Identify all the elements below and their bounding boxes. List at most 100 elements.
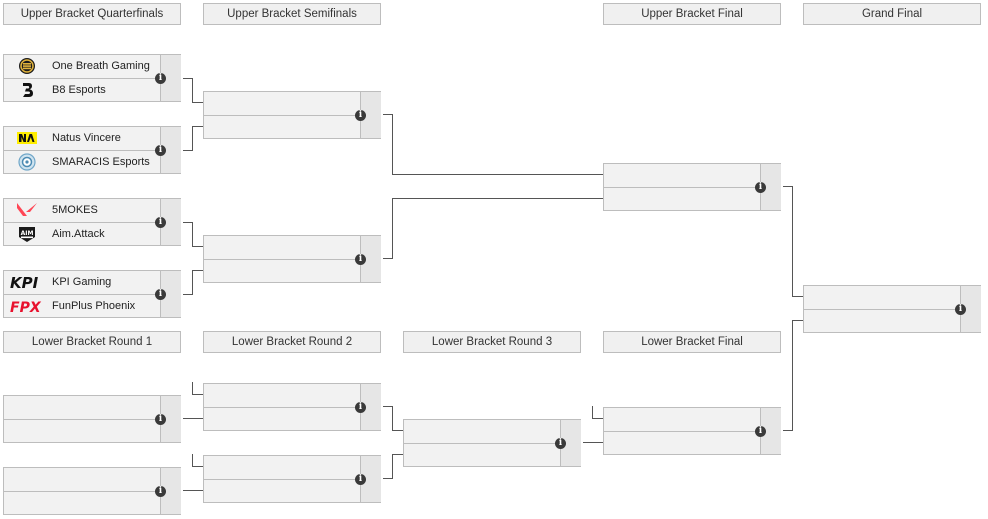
connector	[383, 478, 393, 479]
connector	[383, 258, 393, 259]
score-column	[161, 55, 181, 101]
info-icon[interactable]: i	[755, 426, 766, 437]
team-row[interactable]: AIM Aim.Attack	[4, 222, 160, 245]
header-lower-bracket-round-3: Lower Bracket Round 3	[403, 331, 581, 353]
connector	[192, 394, 203, 395]
connector	[192, 246, 203, 247]
connector	[183, 78, 193, 79]
connector	[183, 490, 203, 491]
svg-text:AIM: AIM	[21, 230, 34, 237]
team-row[interactable]	[4, 396, 160, 419]
team-row[interactable]	[604, 164, 760, 187]
team-row[interactable]	[204, 384, 360, 407]
connector	[192, 126, 193, 151]
team-row[interactable]	[604, 187, 760, 210]
team-row[interactable]	[204, 115, 360, 138]
team-row[interactable]: Natus Vincere	[4, 127, 160, 150]
info-icon[interactable]: i	[155, 73, 166, 84]
team-name: KPI Gaming	[52, 276, 112, 288]
team-row[interactable]	[604, 408, 760, 431]
team-row[interactable]	[204, 456, 360, 479]
score-column	[161, 127, 181, 173]
info-icon[interactable]: i	[755, 182, 766, 193]
svg-text:FPX: FPX	[10, 300, 42, 315]
connector	[192, 78, 193, 102]
header-upper-bracket-quarterfinals: Upper Bracket Quarterfinals	[3, 3, 181, 25]
match-lb-r1-1[interactable]: i	[3, 395, 181, 443]
match-lb-r2-1[interactable]: i	[203, 383, 381, 431]
connector	[192, 466, 203, 467]
info-icon[interactable]: i	[555, 438, 566, 449]
match-lb-r3[interactable]: i	[403, 419, 581, 467]
info-icon[interactable]: i	[155, 289, 166, 300]
header-lower-bracket-round-1: Lower Bracket Round 1	[3, 331, 181, 353]
match-lb-r1-2[interactable]: i	[3, 467, 181, 515]
info-icon[interactable]: i	[155, 414, 166, 425]
score-column	[361, 236, 381, 282]
connector	[392, 198, 393, 259]
team-row[interactable]: FPX FunPlus Phoenix	[4, 294, 160, 317]
info-icon[interactable]: i	[355, 110, 366, 121]
match-ub-final[interactable]: i	[603, 163, 781, 211]
team-row[interactable]: 5MOKES	[4, 199, 160, 222]
info-icon[interactable]: i	[355, 402, 366, 413]
team-row[interactable]: SMARACIS Esports	[4, 150, 160, 173]
connector	[183, 418, 203, 419]
connector	[392, 174, 603, 175]
5mokes-logo	[17, 203, 37, 216]
match-ub-sf-2[interactable]: i	[203, 235, 381, 283]
connector	[792, 186, 793, 296]
connector	[183, 150, 193, 151]
team-row[interactable]: B8 Esports	[4, 78, 160, 101]
match-ub-qf-1[interactable]: One Breath Gaming B8 Esports i	[3, 54, 181, 102]
match-lb-r2-2[interactable]: i	[203, 455, 381, 503]
match-lb-final[interactable]: i	[603, 407, 781, 455]
connector	[792, 296, 803, 297]
team-row[interactable]	[4, 419, 160, 442]
connector	[592, 418, 603, 419]
match-ub-qf-3[interactable]: 5MOKES AIM Aim.Attack i	[3, 198, 181, 246]
score-column	[161, 468, 181, 514]
team-row[interactable]: One Breath Gaming	[4, 55, 160, 78]
team-row[interactable]	[204, 407, 360, 430]
info-icon[interactable]: i	[155, 486, 166, 497]
score-column	[361, 456, 381, 502]
team-row[interactable]	[204, 479, 360, 502]
connector	[392, 430, 403, 431]
team-row[interactable]: KPI KPI Gaming	[4, 271, 160, 294]
info-icon[interactable]: i	[155, 145, 166, 156]
team-row[interactable]	[604, 431, 760, 454]
info-icon[interactable]: i	[355, 474, 366, 485]
team-name: 5MOKES	[52, 204, 98, 216]
info-icon[interactable]: i	[955, 304, 966, 315]
team-row[interactable]	[4, 491, 160, 514]
connector	[392, 406, 393, 430]
connector	[183, 294, 193, 295]
match-grand-final[interactable]: i	[803, 285, 981, 333]
match-ub-sf-1[interactable]: i	[203, 91, 381, 139]
team-row[interactable]	[404, 420, 560, 443]
score-column	[561, 420, 581, 466]
team-row[interactable]	[804, 286, 960, 309]
connector	[383, 406, 393, 407]
team-row[interactable]	[204, 259, 360, 282]
connector	[592, 406, 593, 418]
header-lower-bracket-round-2: Lower Bracket Round 2	[203, 331, 381, 353]
match-ub-qf-4[interactable]: KPI KPI Gaming FPX FunPlus Phoenix i	[3, 270, 181, 318]
svg-text:KPI: KPI	[10, 274, 39, 291]
match-ub-qf-2[interactable]: Natus Vincere SMARACIS Esports i	[3, 126, 181, 174]
header-upper-bracket-semifinals: Upper Bracket Semifinals	[203, 3, 381, 25]
team-row[interactable]	[804, 309, 960, 332]
connector	[392, 114, 393, 174]
info-icon[interactable]: i	[355, 254, 366, 265]
team-row[interactable]	[204, 236, 360, 259]
team-row[interactable]	[204, 92, 360, 115]
team-name: FunPlus Phoenix	[52, 300, 136, 312]
connector	[192, 270, 203, 271]
info-icon[interactable]: i	[155, 217, 166, 228]
team-name: SMARACIS Esports	[52, 156, 150, 168]
team-row[interactable]	[4, 468, 160, 491]
connector	[392, 198, 603, 199]
team-row[interactable]	[404, 443, 560, 466]
connector	[392, 454, 403, 455]
